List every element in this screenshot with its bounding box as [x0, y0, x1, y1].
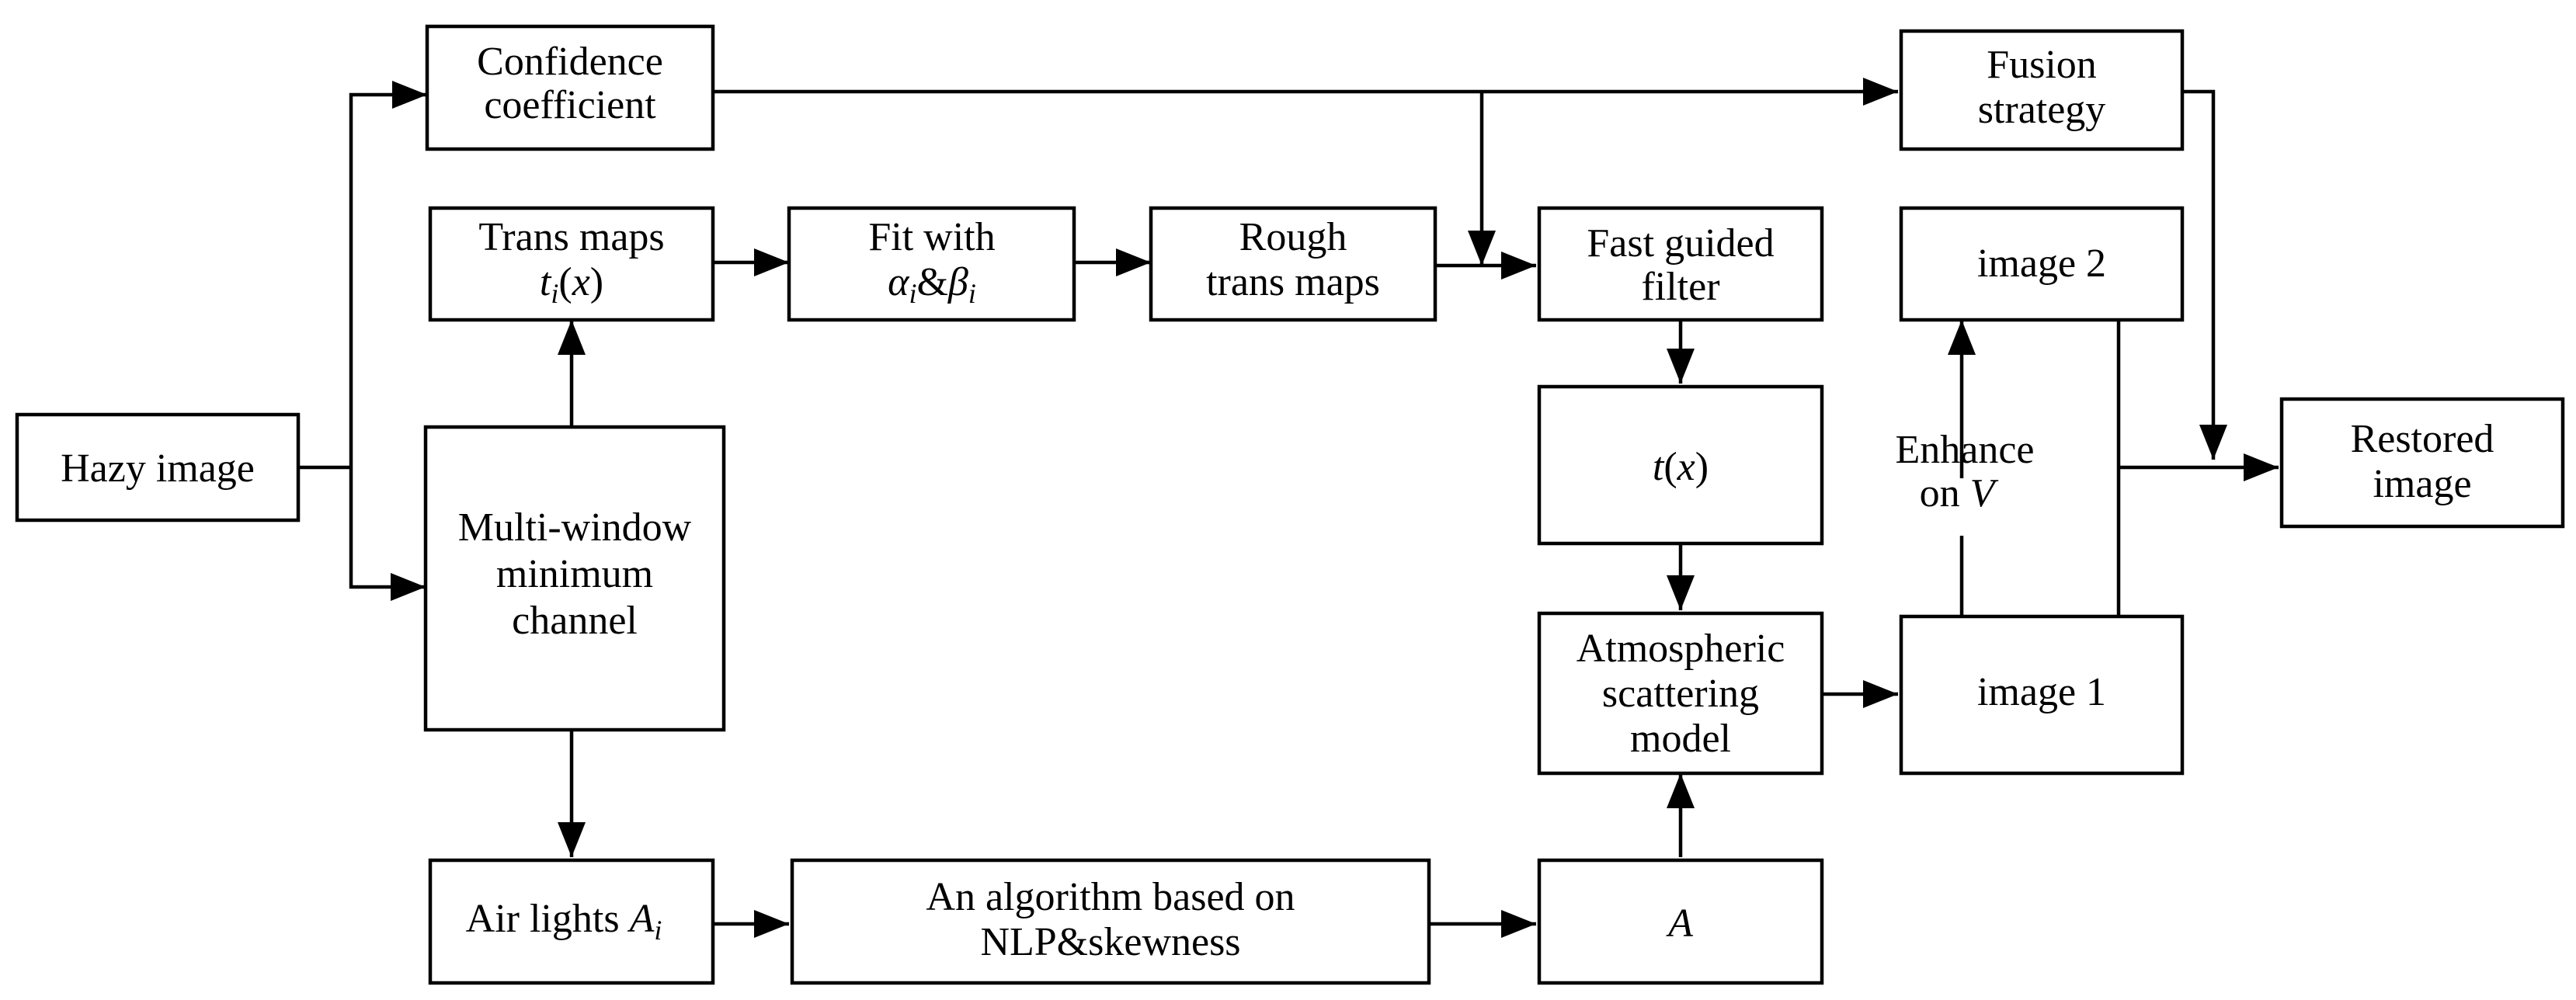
node-fast-guided-filter: Fast guided filter — [1537, 206, 1824, 322]
node-a: A — [1537, 858, 1824, 985]
fast-guided-label-line2: filter — [1641, 265, 1719, 309]
enhance-on-v-label: Enhance on V — [1895, 428, 2034, 516]
enhance-label-line1: Enhance — [1895, 428, 2034, 472]
node-restored-image: Restored image — [2279, 397, 2565, 529]
node-fit-with: Fit with αi&βi — [787, 206, 1076, 322]
multiwindow-label-line1: Multi-window — [458, 505, 692, 550]
multiwindow-label-line3: channel — [512, 599, 638, 643]
image1-label: image 1 — [1977, 670, 2106, 714]
algorithm-label-line1: An algorithm based on — [926, 875, 1295, 919]
fusion-label-line2: strategy — [1978, 88, 2106, 132]
trans-maps-label: Trans maps — [478, 215, 664, 259]
restored-label-line1: Restored — [2351, 417, 2494, 461]
enhance-label-line2: on V — [1920, 471, 1999, 516]
node-image-1: image 1 — [1899, 614, 2185, 776]
a-label: A — [1666, 901, 1693, 946]
fit-with-formula: αi&βi — [888, 260, 976, 309]
node-algorithm: An algorithm based on NLP&skewness — [790, 858, 1431, 985]
node-image-2: image 2 — [1899, 206, 2185, 322]
confidence-label-line1: Confidence — [477, 40, 663, 84]
node-rough-trans-maps: Rough trans maps — [1149, 206, 1437, 322]
node-hazy-image: Hazy image — [15, 412, 301, 523]
edges — [298, 78, 2279, 938]
atmospheric-label-line1: Atmospheric — [1577, 627, 1785, 671]
node-multi-window: Multi-window minimum channel — [423, 425, 726, 732]
fit-with-label: Fit with — [868, 215, 995, 259]
node-confidence-coefficient: Confidence coefficient — [425, 24, 715, 151]
fast-guided-label-line1: Fast guided — [1587, 221, 1774, 266]
multiwindow-label-line2: minimum — [496, 552, 653, 596]
edge-fusion-to-restored — [2182, 89, 2227, 460]
tx-label: t(x) — [1653, 445, 1709, 489]
airlights-label: Air lights Ai — [466, 897, 662, 946]
trans-maps-formula: ti(x) — [540, 260, 603, 309]
rough-label-line1: Rough — [1239, 215, 1347, 259]
hazy-image-label: Hazy image — [61, 446, 255, 491]
edge-hazy-to-confidence — [349, 81, 427, 467]
confidence-label-line2: coefficient — [484, 83, 656, 127]
node-tx: t(x) — [1537, 384, 1824, 546]
algorithm-label-line2: NLP&skewness — [980, 920, 1240, 964]
restored-label-line2: image — [2373, 462, 2471, 506]
node-fusion-strategy: Fusion strategy — [1899, 29, 2185, 151]
rough-label-line2: trans maps — [1206, 260, 1380, 304]
atmospheric-label-line3: model — [1630, 717, 1731, 761]
image2-label: image 2 — [1977, 241, 2106, 286]
node-trans-maps: Trans maps ti(x) — [428, 206, 715, 322]
node-atmospheric-model: Atmospheric scattering model — [1537, 611, 1824, 776]
atmospheric-label-line2: scattering — [1602, 672, 1759, 716]
edge-hazy-to-multiwindow — [349, 467, 426, 601]
fusion-label-line1: Fusion — [1987, 43, 2097, 87]
node-air-lights: Air lights Ai — [428, 858, 715, 985]
